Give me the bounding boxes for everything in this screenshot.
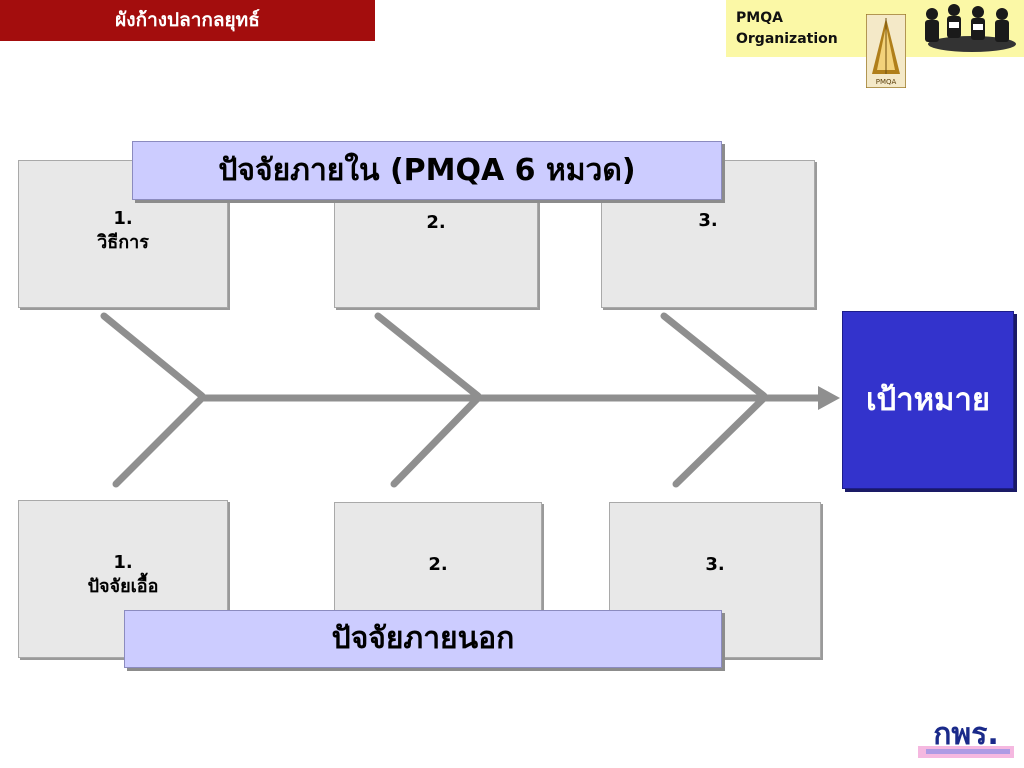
- bone-1-lower: [112, 394, 206, 488]
- goal-box: เป้าหมาย: [842, 311, 1014, 489]
- top-box-3-number: 3.: [698, 210, 718, 231]
- bone-2-upper: [374, 312, 482, 400]
- bone-2-lower: [390, 394, 482, 488]
- goal-label: เป้าหมาย: [865, 382, 991, 418]
- internal-factors-banner: ปัจจัยภายใน (PMQA 6 หมวด): [132, 141, 722, 200]
- top-box-1-number: 1.: [113, 208, 133, 229]
- opdc-logo-icon: กพร.: [918, 717, 1014, 758]
- corner-logo-text: กพร.: [933, 717, 998, 752]
- bone-1-upper: [100, 312, 206, 400]
- bone-3-upper: [660, 312, 768, 400]
- bottom-box-1-number: 1.: [113, 552, 133, 573]
- top-box-2-number: 2.: [426, 212, 446, 233]
- spine-arrowhead: [818, 386, 840, 410]
- top-box-1-label: วิธีการ: [97, 232, 149, 253]
- logo-line-1: PMQA: [736, 10, 783, 26]
- bone-3-lower: [672, 394, 768, 488]
- external-factors-banner: ปัจจัยภายนอก: [124, 610, 722, 668]
- emblem-label: PMQA: [876, 78, 897, 86]
- bottom-box-1-label: ปัจจัยเอื้อ: [87, 576, 159, 597]
- pmqa-emblem-icon: PMQA: [866, 14, 906, 88]
- internal-factors-label: ปัจจัยภายใน (PMQA 6 หมวด): [218, 153, 636, 188]
- logo-line-2: Organization: [736, 31, 838, 47]
- bottom-box-3-number: 3.: [705, 554, 725, 575]
- meeting-people-icon: [912, 0, 1024, 57]
- slide-title: ผังก้างปลากลยุทธ์: [0, 0, 375, 41]
- pmqa-logo-text: PMQA Organization: [736, 8, 838, 50]
- external-factors-label: ปัจจัยภายนอก: [331, 621, 515, 656]
- bottom-box-2-number: 2.: [428, 554, 448, 575]
